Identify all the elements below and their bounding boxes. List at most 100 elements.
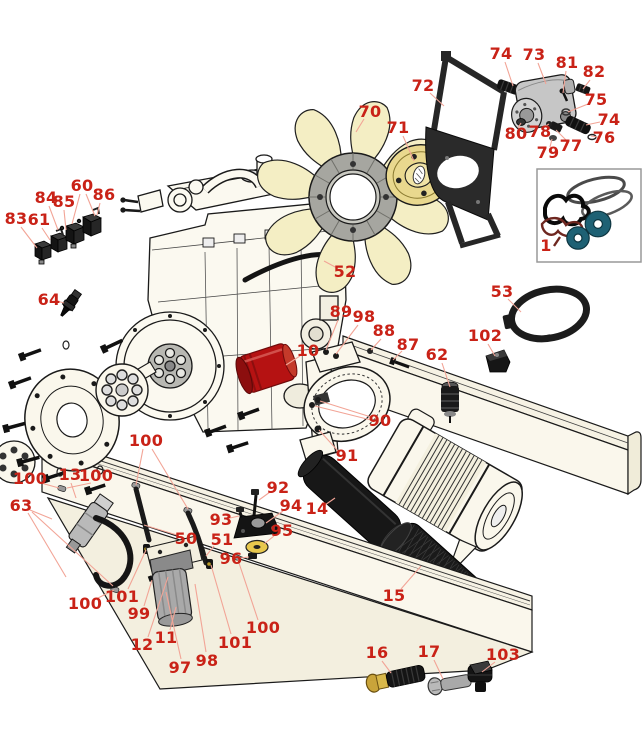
part-label-16: 16 (365, 643, 389, 662)
part-label-93: 93 (209, 510, 233, 529)
part-label-52: 52 (333, 262, 357, 281)
leader-line-98-b (194, 583, 207, 653)
leader-line-15 (400, 565, 422, 590)
fuel-filter-illustration (151, 568, 193, 627)
part-label-76: 76 (592, 128, 616, 147)
part-label-75: 75 (584, 90, 608, 109)
part-label-63: 63 (9, 496, 33, 515)
leader-line-99 (143, 579, 153, 607)
part-label-91: 91 (335, 446, 359, 465)
leader-line-16 (381, 660, 392, 674)
leader-line-92 (258, 491, 271, 501)
leader-line-100-d (95, 589, 115, 600)
flywheel-plates-illustration (0, 338, 260, 496)
leader-line-87 (392, 350, 403, 361)
part-label-103: 103 (485, 645, 521, 664)
leader-line-97 (165, 591, 182, 660)
part-label-83: 83 (4, 209, 28, 228)
part-label-78: 78 (528, 122, 552, 141)
leader-line-81 (562, 70, 567, 94)
leader-line-84 (48, 205, 59, 231)
fitting-77 (549, 121, 563, 133)
leader-line-12 (147, 576, 169, 638)
leader-line-70 (355, 118, 365, 133)
part-label-74-top: 74 (489, 44, 513, 63)
sensor-64-illustration (60, 289, 83, 317)
leader-line-17 (433, 659, 444, 680)
leader-line-100-a (135, 448, 144, 486)
part-label-98-top: 98 (352, 307, 376, 326)
leader-line-83 (20, 226, 38, 249)
part-label-77: 77 (559, 136, 583, 155)
part-label-98-b: 98 (195, 651, 219, 670)
leader-line-96 (239, 556, 250, 559)
leader-line-89 (325, 319, 339, 351)
fuel-pump-illustration (65, 493, 134, 589)
part-label-96: 96 (219, 549, 243, 568)
leader-line-103 (481, 661, 496, 673)
leader-line-71 (402, 135, 415, 162)
leader-line-60 (71, 193, 81, 225)
part-label-11: 11 (154, 628, 178, 647)
part-label-85: 85 (52, 192, 76, 211)
part-label-12: 12 (130, 635, 154, 654)
leader-line-11 (169, 606, 177, 631)
leader-line-63 (29, 509, 53, 520)
clamp-ring-illustration (502, 285, 591, 343)
leader-line-10 (285, 355, 301, 366)
part-label-72: 72 (411, 76, 435, 95)
engine-mount-illustration (233, 489, 281, 559)
part-label-53: 53 (490, 282, 514, 301)
lower-frame-rail-illustration (41, 435, 534, 690)
leader-line-53 (507, 298, 522, 313)
sensor-16-illustration (365, 665, 426, 693)
leader-line-74-right (585, 121, 601, 126)
part-label-92: 92 (266, 478, 290, 497)
leader-line-100-a (151, 448, 189, 510)
part-label-81: 81 (555, 53, 579, 72)
part-label-100-c: 100 (78, 466, 114, 485)
part-label-64: 64 (37, 290, 61, 309)
part-label-94: 94 (279, 496, 303, 515)
leader-line-50 (143, 524, 178, 536)
leader-line-76 (590, 135, 599, 138)
leader-line-73 (537, 62, 547, 85)
part-label-51: 51 (210, 530, 234, 549)
part-label-86: 86 (92, 185, 116, 204)
part-label-61: 61 (27, 210, 51, 229)
leader-lines (20, 61, 601, 680)
leader-line-72 (429, 92, 445, 107)
leader-line-77 (555, 129, 567, 141)
leader-line-51 (205, 545, 215, 557)
leader-line-85 (63, 209, 67, 231)
leader-line-62 (441, 362, 451, 388)
coupling-illustration (95, 363, 149, 417)
leader-line-90 (314, 405, 372, 421)
part-label-10: 10 (296, 341, 320, 360)
part-label-100-a: 100 (128, 431, 164, 450)
leader-line-63 (27, 512, 67, 578)
leader-line-101-b (210, 564, 232, 635)
part-label-15: 15 (382, 586, 406, 605)
pump-illustration (496, 74, 597, 141)
part-label-17: 17 (417, 642, 441, 661)
leader-line-90 (319, 400, 372, 418)
leader-line-95 (263, 535, 275, 545)
part-label-101-b: 101 (217, 633, 253, 652)
part-label-1: 1 (540, 236, 552, 255)
gasket-kit-box (536, 168, 642, 263)
leader-line-75 (567, 103, 589, 113)
leader-line-88 (370, 338, 382, 351)
part-label-88: 88 (372, 321, 396, 340)
leader-line-94 (265, 510, 284, 524)
part-label-14: 14 (305, 499, 329, 518)
part-label-71: 71 (386, 118, 410, 137)
fitting-74-right (565, 115, 591, 135)
air-cleaner-illustration (367, 408, 523, 572)
bolt-set-illustration (2, 338, 260, 496)
mount-62-illustration (441, 381, 459, 423)
part-label-79: 79 (536, 143, 560, 162)
leader-line-82 (582, 79, 591, 90)
part-label-89: 89 (329, 302, 353, 321)
